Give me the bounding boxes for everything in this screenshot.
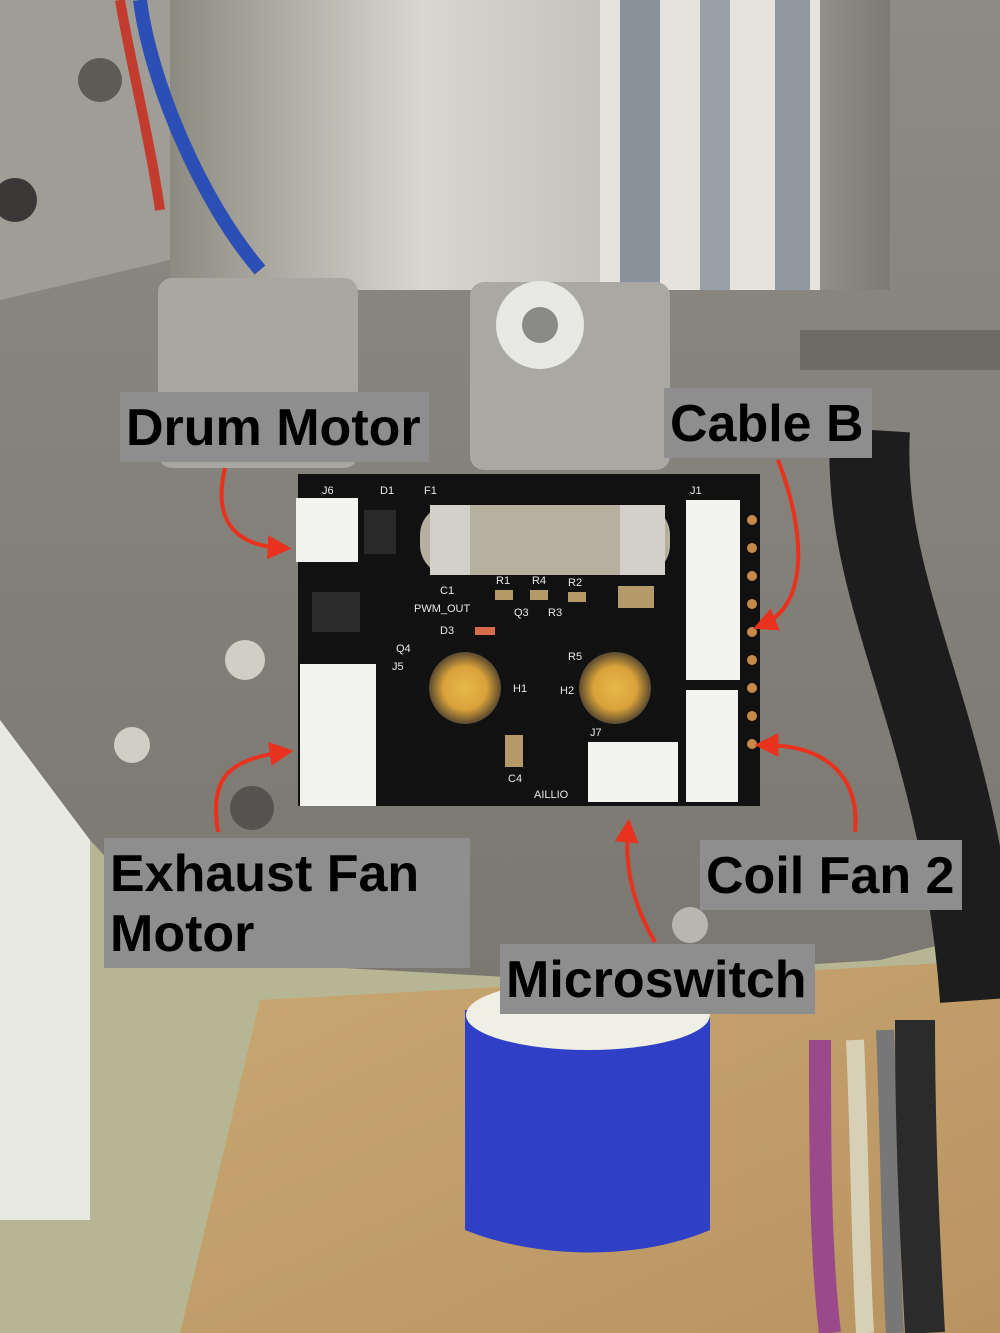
f1-glass-fuse <box>420 505 670 575</box>
smd-resistor <box>568 592 586 602</box>
j1-connector <box>686 500 740 680</box>
black-cable <box>829 427 1000 1003</box>
h2-pad <box>579 652 651 724</box>
header-pin <box>747 515 757 525</box>
label-drum-motor: Drum Motor <box>120 392 429 462</box>
wire-bundle <box>846 1039 874 1333</box>
hex-screw <box>672 907 708 943</box>
spacer-screw <box>522 307 558 343</box>
header-pin <box>747 627 757 637</box>
wire-bundle <box>895 1019 945 1333</box>
header-pin <box>747 683 757 693</box>
silk-q3: Q3 <box>514 607 529 619</box>
label-coil-fan-2: Coil Fan 2 <box>700 840 963 910</box>
label-exhaust-fan-line1: Exhaust Fan <box>110 845 420 903</box>
silk-j7: J7 <box>590 727 602 739</box>
label-microswitch: Microswitch <box>500 944 815 1014</box>
hex-screw <box>230 786 274 830</box>
red-wire <box>115 0 165 211</box>
silk-brand: AILLIO <box>534 789 569 801</box>
plate-hole <box>114 727 150 763</box>
silk-j6: J6 <box>322 485 334 497</box>
plate-hole <box>225 640 265 680</box>
silk-d3: D3 <box>440 625 454 637</box>
threaded-rod <box>800 330 1000 370</box>
header-pin <box>747 711 757 721</box>
silk-f1: F1 <box>424 485 437 497</box>
header-pin <box>747 543 757 553</box>
c4-capacitor <box>505 735 523 767</box>
silk-r5: R5 <box>568 651 582 663</box>
smd-capacitor <box>618 586 654 608</box>
smd-resistor <box>495 590 513 600</box>
blue-wire <box>133 0 266 275</box>
wire-bundle <box>876 1029 904 1333</box>
silk-d1: D1 <box>380 485 394 497</box>
silk-h2: H2 <box>560 685 574 697</box>
j7-connector <box>588 742 678 802</box>
d1-diode <box>364 510 396 554</box>
label-exhaust-fan-line2: Motor <box>110 905 255 963</box>
header-pin <box>747 655 757 665</box>
coil-fan-connector <box>686 690 738 802</box>
silk-r2: R2 <box>568 577 582 589</box>
label-coil-fan-2-text: Coil Fan 2 <box>706 847 955 905</box>
fuse-cap <box>620 505 665 575</box>
silk-r3: R3 <box>548 607 562 619</box>
label-microswitch-text: Microswitch <box>506 951 807 1009</box>
plate-hole <box>78 58 122 102</box>
silk-j5: J5 <box>392 661 404 673</box>
label-cable-b-text: Cable B <box>670 395 864 453</box>
silk-pwm-out: PWM_OUT <box>414 603 471 615</box>
h1-pad <box>429 652 501 724</box>
left-bracket <box>0 0 170 300</box>
silk-c1: C1 <box>440 585 454 597</box>
motor-label-text <box>700 0 730 290</box>
smd-resistor <box>530 590 548 600</box>
label-drum-motor-text: Drum Motor <box>126 399 421 457</box>
label-cable-b: Cable B <box>664 388 872 458</box>
silk-j1: J1 <box>690 485 702 497</box>
silk-c4: C4 <box>508 773 522 785</box>
j5-connector <box>300 664 376 806</box>
j6-connector <box>296 498 358 562</box>
label-exhaust-fan-motor: Exhaust Fan Motor <box>104 838 470 968</box>
blue-tape-roll <box>465 1010 710 1253</box>
bolt <box>0 178 37 222</box>
motor-label-text <box>775 0 810 290</box>
silk-r4: R4 <box>532 575 546 587</box>
silk-r1: R1 <box>496 575 510 587</box>
silk-h1: H1 <box>513 683 527 695</box>
d3-diode <box>475 627 495 635</box>
header-pin <box>747 599 757 609</box>
voltage-regulator <box>312 592 360 632</box>
header-pin <box>747 739 757 749</box>
wire-bundle <box>809 1039 841 1333</box>
fuse-cap <box>430 505 470 575</box>
header-pin <box>747 571 757 581</box>
motor-label-text <box>620 0 660 290</box>
silk-q4: Q4 <box>396 643 411 655</box>
